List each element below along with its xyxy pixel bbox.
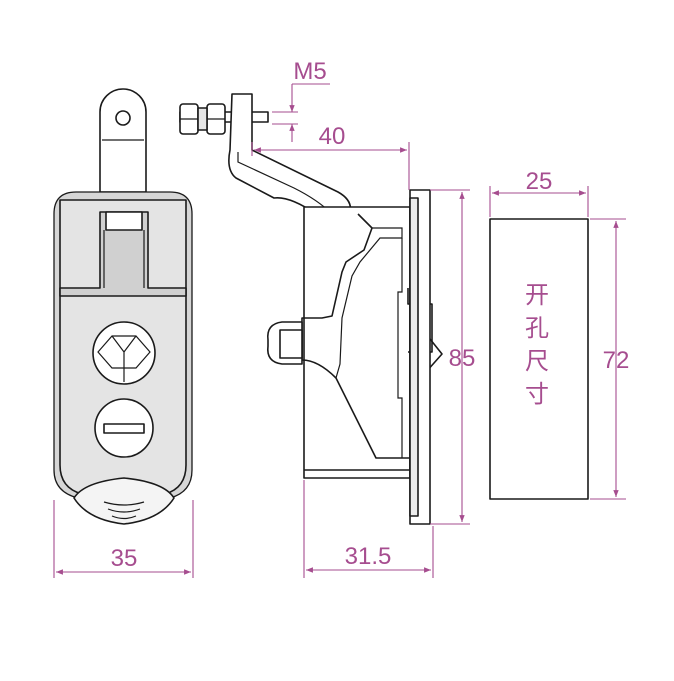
dim-40-label: 40 bbox=[319, 123, 346, 150]
dim-72 bbox=[590, 218, 626, 500]
side-bracket-arm bbox=[228, 93, 352, 233]
dim-m5 bbox=[272, 83, 330, 142]
dim-72-label: 72 bbox=[603, 347, 630, 374]
cutout-rectangle bbox=[489, 218, 589, 500]
dim-31-5-label: 31.5 bbox=[345, 543, 392, 570]
cutout-view bbox=[489, 218, 589, 500]
cutout-label-1: 开 bbox=[525, 281, 549, 309]
cutout-label-3: 尺 bbox=[525, 347, 549, 375]
front-bottom-cap bbox=[73, 477, 175, 525]
cutout-label-2: 孔 bbox=[525, 314, 549, 342]
side-body bbox=[303, 206, 411, 479]
front-top-slot bbox=[59, 211, 187, 297]
dim-85 bbox=[430, 189, 470, 525]
dim-40 bbox=[251, 142, 410, 190]
dim-35 bbox=[53, 500, 194, 578]
dim-31-5 bbox=[303, 480, 434, 578]
front-hang-hole bbox=[115, 110, 131, 126]
side-view bbox=[179, 93, 443, 525]
dim-85-label: 85 bbox=[449, 345, 476, 372]
dim-35-label: 35 bbox=[111, 545, 138, 572]
dim-25 bbox=[489, 186, 589, 217]
cutout-label-4: 寸 bbox=[525, 380, 549, 408]
dim-m5-label: M5 bbox=[293, 58, 326, 85]
front-view bbox=[53, 88, 193, 525]
dim-25-label: 25 bbox=[526, 168, 553, 195]
